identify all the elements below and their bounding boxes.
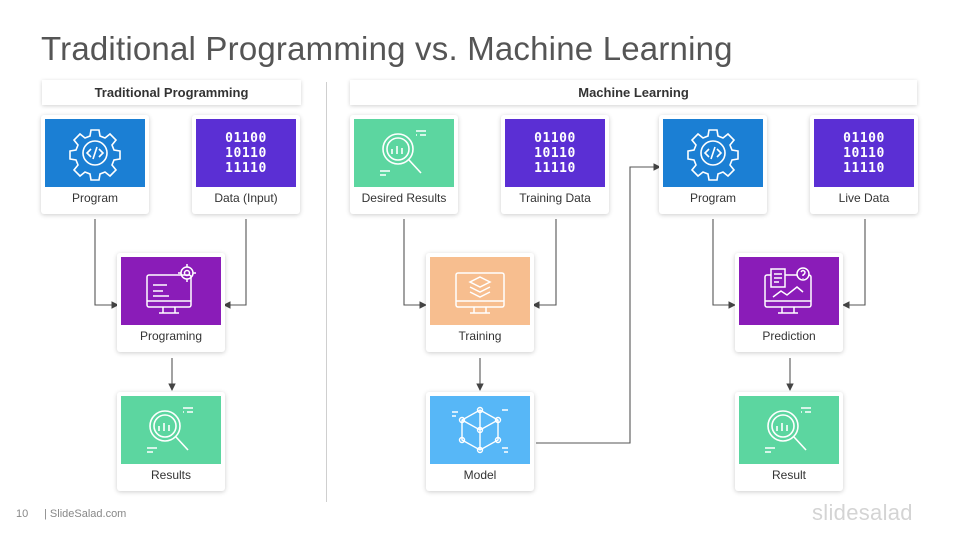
card-data-input: 01100 10110 11110 Data (Input) xyxy=(192,115,300,214)
card-label: Training xyxy=(458,329,502,343)
arrow-trainingdata-to-training xyxy=(532,219,557,309)
arrow-data-to-programing xyxy=(223,219,247,309)
card-programing: Programing xyxy=(117,253,225,352)
card-prediction: Prediction xyxy=(735,253,843,352)
magnifier-chart-icon xyxy=(739,396,839,464)
card-model: Model xyxy=(426,392,534,491)
card-program-ml: Program xyxy=(659,115,767,214)
monitor-question-icon xyxy=(739,257,839,325)
binary-code-icon: 01100 10110 11110 xyxy=(196,119,296,187)
card-live-data: 01100 10110 11110 Live Data xyxy=(810,115,918,214)
magnifier-chart-icon xyxy=(121,396,221,464)
card-label: Prediction xyxy=(762,329,816,343)
network-cube-icon xyxy=(430,396,530,464)
footer-brand: | SlideSalad.com xyxy=(44,508,127,520)
card-label: Training Data xyxy=(519,191,591,205)
card-program-traditional: Program xyxy=(41,115,149,214)
magnifier-chart-icon xyxy=(354,119,454,187)
gear-code-icon xyxy=(45,119,145,187)
card-label: Desired Results xyxy=(361,191,447,205)
card-label: Program xyxy=(689,191,736,205)
binary-code-icon: 01100 10110 11110 xyxy=(814,119,914,187)
card-training: Training xyxy=(426,253,534,352)
page-title: Traditional Programming vs. Machine Lear… xyxy=(41,30,733,67)
slidesalad-logo: slidesalad xyxy=(812,500,913,525)
card-label: Live Data xyxy=(838,191,890,205)
arrow-program-to-prediction xyxy=(712,219,736,309)
arrow-livedata-to-prediction xyxy=(842,219,866,309)
binary-text: 01100 10110 11110 xyxy=(225,130,267,176)
card-results: Results xyxy=(117,392,225,491)
card-training-data: 01100 10110 11110 Training Data xyxy=(501,115,609,214)
card-label: Program xyxy=(71,191,118,205)
binary-text: 01100 10110 11110 xyxy=(534,130,576,176)
card-label: Programing xyxy=(139,329,203,343)
arrow-desired-to-training xyxy=(403,219,427,309)
section-divider xyxy=(326,82,327,502)
monitor-layers-icon xyxy=(430,257,530,325)
card-label: Data (Input) xyxy=(214,191,278,205)
card-label: Results xyxy=(150,468,191,482)
gear-code-icon xyxy=(663,119,763,187)
card-label: Model xyxy=(463,468,497,482)
section-header-ml: Machine Learning xyxy=(350,80,917,105)
monitor-gear-icon xyxy=(121,257,221,325)
page-number: 10 xyxy=(16,508,29,520)
card-result: Result xyxy=(735,392,843,491)
binary-text: 01100 10110 11110 xyxy=(843,130,885,176)
section-header-traditional: Traditional Programming xyxy=(42,80,301,105)
card-desired-results: Desired Results xyxy=(350,115,458,214)
binary-code-icon: 01100 10110 11110 xyxy=(505,119,605,187)
arrow-program-to-programing xyxy=(94,219,119,309)
card-label: Result xyxy=(771,468,806,482)
